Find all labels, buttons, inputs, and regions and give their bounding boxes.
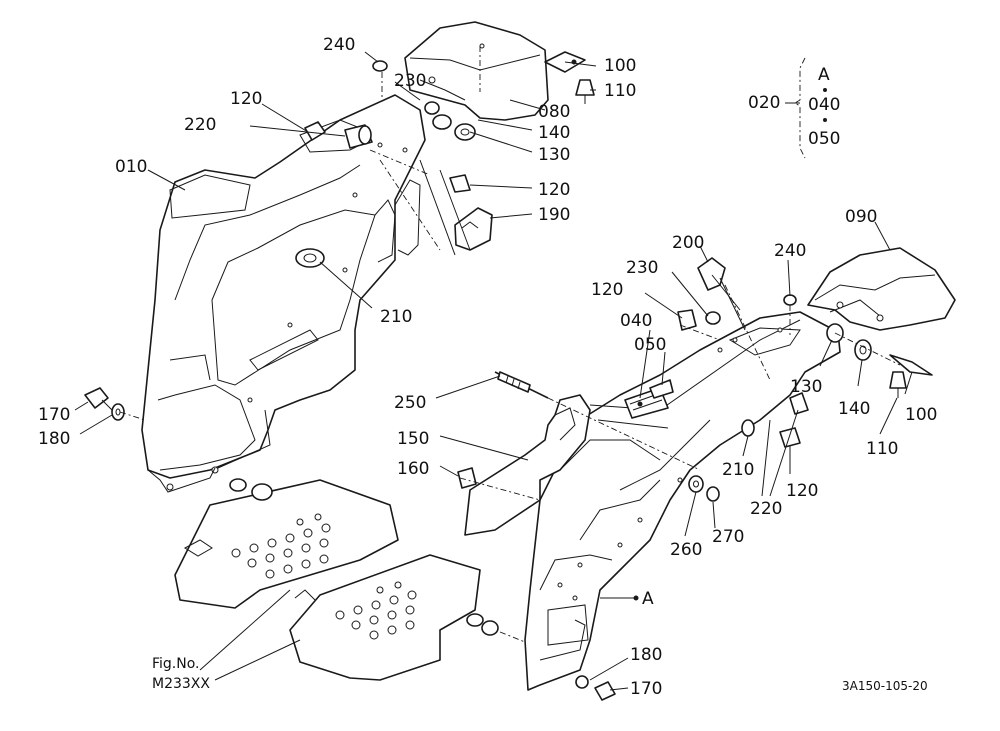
drawing-code: 3A150-105-20: [842, 679, 928, 693]
callout-110-left: 110: [604, 81, 636, 101]
centre-lines: [119, 149, 901, 501]
legend-020: 020 A 040 050: [748, 57, 840, 159]
callout-120-left: 120: [230, 89, 262, 109]
callout-240-right: 240: [774, 241, 806, 261]
washer-260-270: [688, 475, 720, 502]
fig-number: M233XX: [152, 676, 210, 692]
callout-230-right: 230: [626, 258, 658, 278]
legend-item-040: 040: [808, 95, 840, 115]
bolt-120-right-lower: [779, 427, 801, 448]
callout-250: 250: [394, 393, 426, 413]
grommet-210-left: [295, 248, 325, 268]
callout-100-right: 100: [905, 405, 937, 425]
callout-100-left: 100: [604, 56, 636, 76]
bolt-120-right-upper: [677, 309, 697, 331]
bolt-160: [457, 467, 477, 489]
bolt-120-left-lower: [449, 174, 471, 193]
callout-260: 260: [670, 540, 702, 560]
fig-leaders: [199, 589, 301, 681]
callout-240-left: 240: [323, 35, 355, 55]
bracket-200: [697, 257, 746, 331]
cover-090: [807, 247, 956, 331]
callout-210-left: 210: [380, 307, 412, 327]
callout-140-right: 140: [838, 399, 870, 419]
washer-130-140-left: [424, 101, 476, 141]
callout-130-left: 130: [538, 145, 570, 165]
callout-050: 050: [634, 335, 666, 355]
callouts: 240 230 120 220 010 100 110 080 140 130 …: [38, 35, 937, 699]
callout-010: 010: [115, 157, 147, 177]
screw-110-left: [575, 79, 595, 104]
clip-100-right: [889, 354, 933, 376]
callout-040: 040: [620, 311, 652, 331]
callout-120-right-2: 120: [786, 481, 818, 501]
step-plate-left: [174, 478, 399, 609]
callout-090: 090: [845, 207, 877, 227]
callout-230-left: 230: [394, 71, 426, 91]
panel-150: [464, 394, 591, 536]
legend-item-A: A: [818, 65, 830, 85]
legend-group-number: 020: [748, 93, 780, 113]
plug-240-left: [372, 60, 388, 100]
callout-270: 270: [712, 527, 744, 547]
bracket-190: [419, 159, 493, 256]
callout-220-left: 220: [184, 115, 216, 135]
callout-190: 190: [538, 205, 570, 225]
bolt-170-180-right: [575, 675, 616, 701]
step-plate-right: [289, 554, 541, 681]
callout-210-right: 210: [722, 460, 754, 480]
leader-lines: [74, 51, 913, 691]
callout-080: 080: [538, 102, 570, 122]
nut-230-right: [705, 311, 721, 325]
right-fender: [524, 311, 841, 691]
callout-170-left: 170: [38, 405, 70, 425]
callout-180-right: 180: [630, 645, 662, 665]
callout-A: A: [642, 589, 654, 609]
left-fender: [141, 94, 426, 493]
cover-080: [404, 21, 549, 121]
callout-170-right: 170: [630, 679, 662, 699]
rod-250: [494, 371, 549, 399]
callout-180-left: 180: [38, 429, 70, 449]
screw-110-right: [889, 371, 907, 398]
bolt-120-220-left: [304, 121, 373, 149]
figure-reference: Fig.No. M233XX: [152, 656, 210, 692]
callout-140-left: 140: [538, 123, 570, 143]
callout-160: 160: [397, 459, 429, 479]
callout-200: 200: [672, 233, 704, 253]
bolt-220-right: [789, 392, 809, 415]
callout-120-right: 120: [591, 280, 623, 300]
callout-110-right: 110: [866, 439, 898, 459]
grommet-210-right: [741, 419, 755, 437]
callout-220-right: 220: [750, 499, 782, 519]
callout-130-right: 130: [790, 377, 822, 397]
bolt-170-180-left: [84, 387, 125, 421]
callout-120-left-2: 120: [538, 180, 570, 200]
legend-item-050: 050: [808, 129, 840, 149]
callout-150: 150: [397, 429, 429, 449]
washer-130-140-right: [826, 323, 872, 361]
fig-label: Fig.No.: [152, 656, 200, 672]
